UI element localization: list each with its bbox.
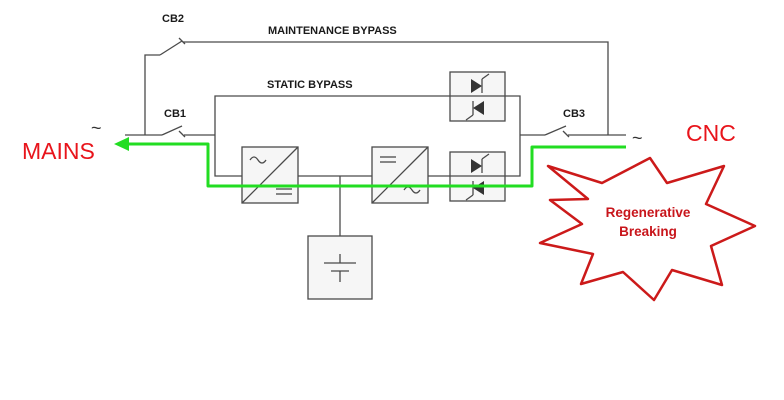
mains-ac-symbol: ~ bbox=[91, 118, 102, 138]
cb1-label: CB1 bbox=[164, 108, 186, 120]
static-switch-bypass bbox=[449, 71, 506, 122]
cb1-breaker bbox=[161, 125, 186, 138]
static-switch-inverter bbox=[449, 151, 506, 202]
burst-line-2: Breaking bbox=[619, 224, 677, 239]
cb2-label: CB2 bbox=[162, 13, 184, 25]
cb3-breaker bbox=[544, 125, 570, 138]
regen-burst: Regenerative Breaking bbox=[538, 156, 757, 302]
inverter-block bbox=[371, 146, 429, 204]
cnc-ac-symbol: ~ bbox=[632, 128, 643, 148]
cnc-label: CNC bbox=[686, 120, 736, 146]
regen-path bbox=[114, 137, 626, 188]
burst-line-1: Regenerative bbox=[606, 205, 691, 220]
rectifier-block bbox=[241, 146, 299, 204]
static-bypass-label: STATIC BYPASS bbox=[267, 79, 353, 91]
mains-label: MAINS bbox=[22, 138, 95, 164]
static-bypass-line bbox=[214, 95, 521, 135]
maintenance-bypass-line bbox=[144, 41, 609, 135]
cb3-label: CB3 bbox=[563, 108, 585, 120]
regen-arrow-head bbox=[114, 137, 129, 151]
battery-block bbox=[307, 235, 373, 300]
maintenance-bypass-label: MAINTENANCE BYPASS bbox=[268, 25, 397, 37]
cb2-breaker bbox=[159, 37, 186, 56]
